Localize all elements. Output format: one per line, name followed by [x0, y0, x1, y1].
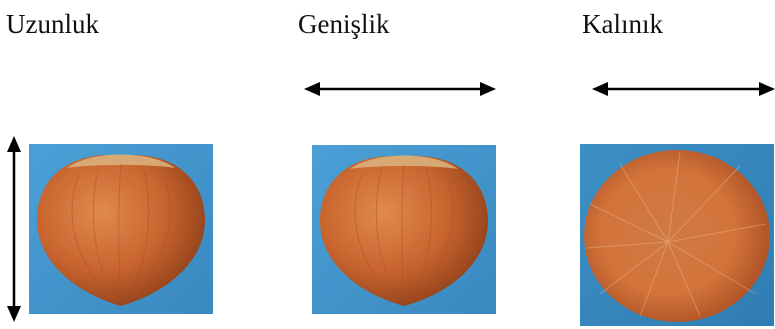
hazelnut-thickness-photo — [580, 144, 774, 326]
width-double-arrow-icon — [300, 78, 500, 100]
width-label: Genişlik — [298, 8, 390, 40]
hazelnut-length-photo — [29, 144, 213, 314]
thickness-double-arrow-icon — [588, 78, 775, 100]
thickness-label: Kalınık — [582, 8, 663, 40]
length-double-arrow-icon — [3, 134, 25, 324]
hazelnut-width-photo — [312, 145, 496, 314]
length-label: Uzunluk — [6, 8, 99, 40]
